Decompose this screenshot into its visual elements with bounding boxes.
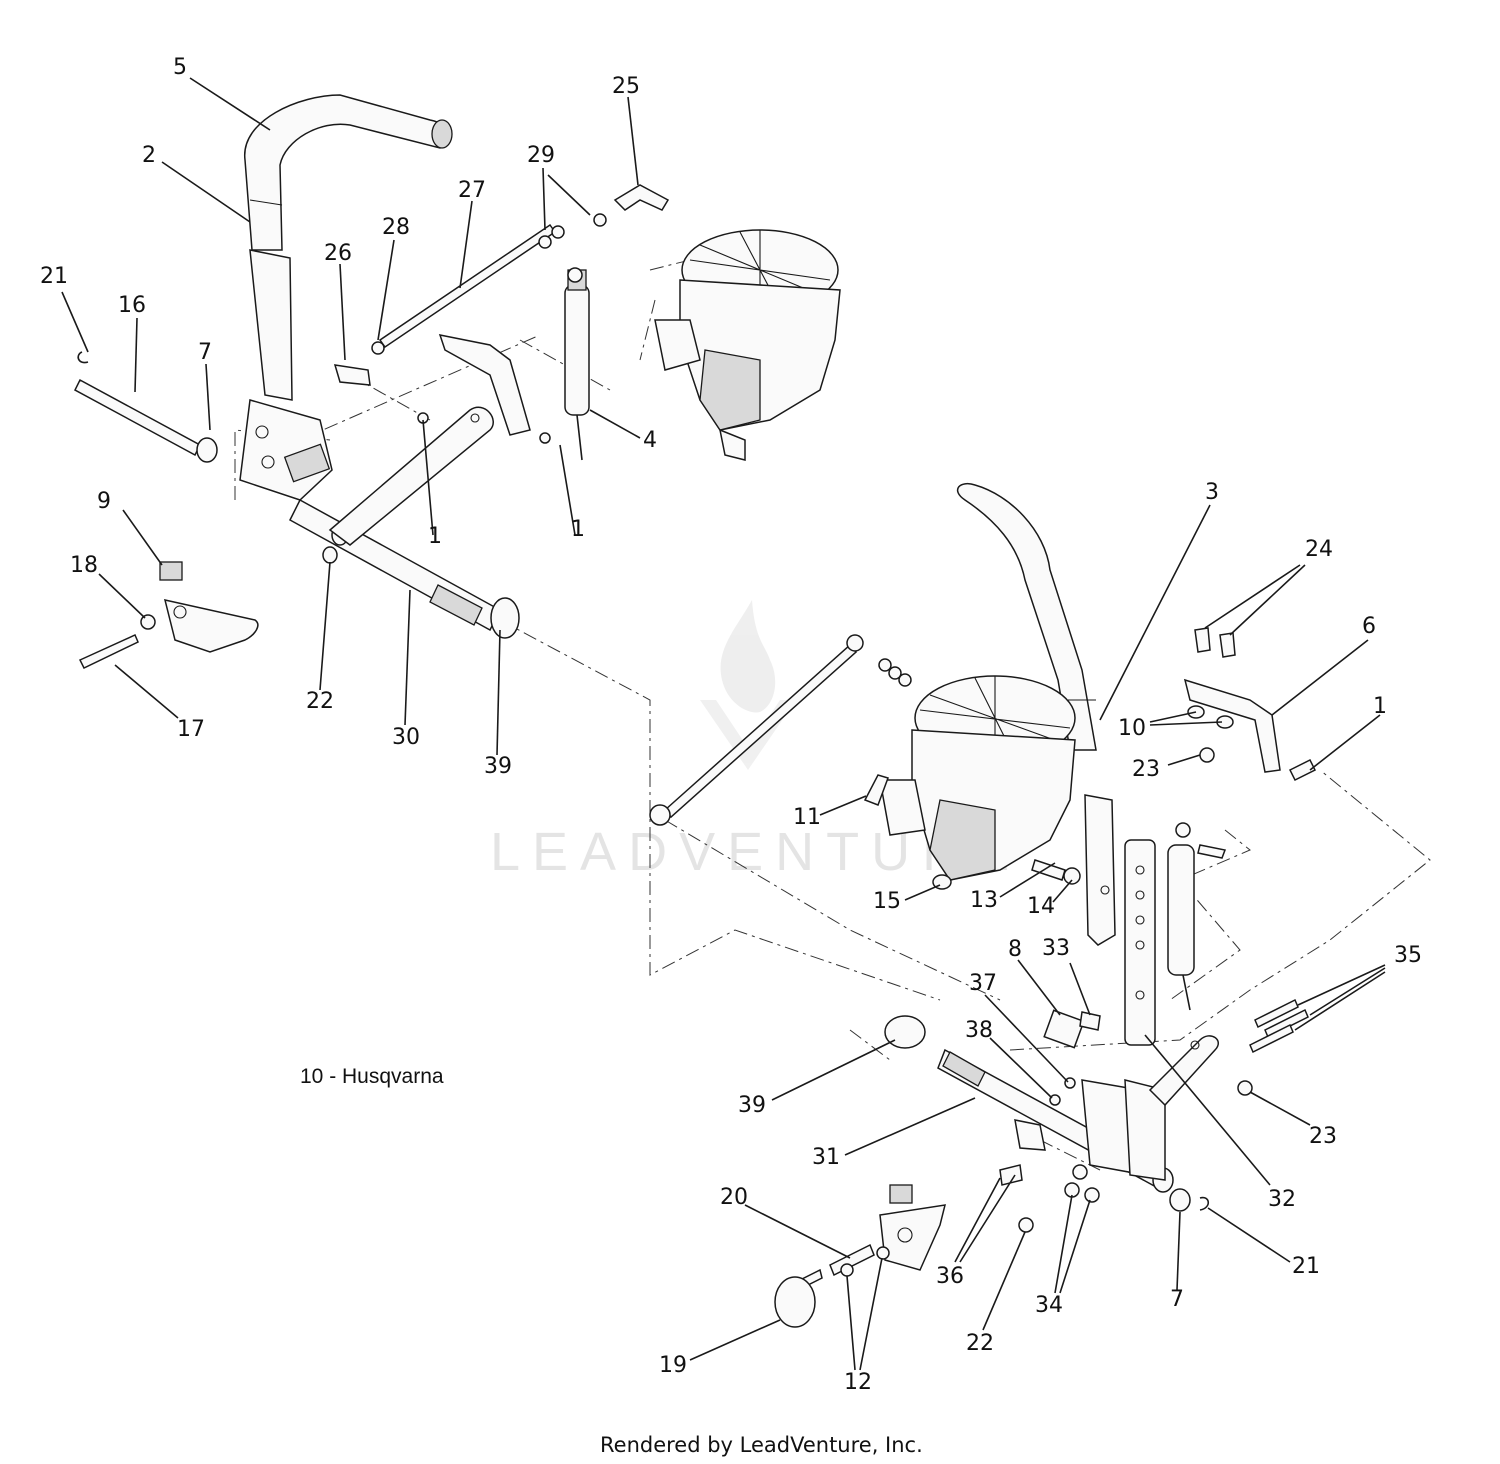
callout-label: 22 xyxy=(966,1331,994,1356)
callout-label: 17 xyxy=(177,717,205,742)
callout-label: 39 xyxy=(738,1093,766,1118)
left-pin-16 xyxy=(74,351,218,463)
callout-label: 5 xyxy=(173,55,187,80)
right-stop-plate xyxy=(879,1184,947,1271)
left-hydro-pump xyxy=(654,229,841,461)
callout-label: 1 xyxy=(428,524,442,549)
callout-label: 31 xyxy=(812,1145,840,1170)
callout-label: 19 xyxy=(659,1353,687,1378)
callout-label: 13 xyxy=(970,888,998,913)
callout-label: 1 xyxy=(1373,694,1387,719)
callout-label: 34 xyxy=(1035,1293,1063,1318)
callout-labels: 5 2 21 16 7 26 28 27 29 25 4 1 1 9 18 17… xyxy=(40,55,1422,1395)
callout-label: 9 xyxy=(97,489,111,514)
right-shaft-bracket xyxy=(1014,1035,1220,1181)
callout-label: 23 xyxy=(1132,757,1160,782)
callout-label: 25 xyxy=(612,74,640,99)
callout-label: 38 xyxy=(965,1018,993,1043)
callout-label: 22 xyxy=(306,689,334,714)
callout-label: 21 xyxy=(1292,1254,1320,1279)
left-control-lever xyxy=(244,94,453,251)
callout-label: 2 xyxy=(142,143,156,168)
right-mount-bracket xyxy=(1183,627,1317,782)
right-lever-bracket xyxy=(1084,794,1116,946)
left-pivot-shaft xyxy=(289,498,520,639)
right-damper xyxy=(1167,822,1227,1011)
callout-label: 4 xyxy=(643,428,657,453)
left-damper-4 xyxy=(564,267,590,461)
callout-label: 12 xyxy=(844,1370,872,1395)
callout-label: 15 xyxy=(873,889,901,914)
callout-label: 6 xyxy=(1362,614,1376,639)
callout-label: 3 xyxy=(1205,480,1219,505)
right-small-hardware xyxy=(999,1164,1210,1233)
callout-label: 37 xyxy=(969,971,997,996)
callout-label: 24 xyxy=(1305,537,1333,562)
callout-label: 30 xyxy=(392,725,420,750)
callout-label: 7 xyxy=(1170,1287,1184,1312)
callout-label: 39 xyxy=(484,754,512,779)
callout-label: 1 xyxy=(571,517,585,542)
right-lever-tube xyxy=(1124,839,1156,1046)
callout-label: 27 xyxy=(458,178,486,203)
callout-label: 18 xyxy=(70,553,98,578)
left-linkage-rod xyxy=(333,184,670,444)
left-mount-bracket xyxy=(438,334,531,436)
callout-label: 11 xyxy=(793,805,821,830)
callout-label: 33 xyxy=(1042,936,1070,961)
callout-label: 32 xyxy=(1268,1187,1296,1212)
callout-label: 14 xyxy=(1027,894,1055,919)
callout-label: 36 xyxy=(936,1264,964,1289)
callout-label: 26 xyxy=(324,241,352,266)
watermark-text: LEADVENTURE xyxy=(490,822,1021,882)
brand-note: 10 - Husqvarna xyxy=(300,1065,444,1088)
callout-label: 21 xyxy=(40,264,68,289)
left-lever-bracket xyxy=(239,249,333,501)
footer-credit: Rendered by LeadVenture, Inc. xyxy=(600,1433,923,1457)
callout-label: 8 xyxy=(1008,937,1022,962)
right-hydro-pump xyxy=(863,675,1081,890)
callout-label: 10 xyxy=(1118,716,1146,741)
callout-label: 29 xyxy=(527,143,555,168)
right-control-lever xyxy=(956,483,1097,751)
left-stop-plate xyxy=(78,546,338,669)
leader-lines xyxy=(61,77,1386,1371)
right-knob-assembly xyxy=(774,1243,890,1328)
callout-label: 20 xyxy=(720,1185,748,1210)
callout-label: 16 xyxy=(118,293,146,318)
callout-label: 7 xyxy=(198,340,212,365)
callout-label: 35 xyxy=(1394,943,1422,968)
right-bolts-35 xyxy=(1237,998,1309,1096)
right-linkage-rod xyxy=(649,634,912,826)
watermark: LEADVENTURE xyxy=(490,600,1021,882)
callout-label: 23 xyxy=(1309,1124,1337,1149)
callout-label: 28 xyxy=(382,215,410,240)
left-linkage-arm xyxy=(328,406,494,546)
